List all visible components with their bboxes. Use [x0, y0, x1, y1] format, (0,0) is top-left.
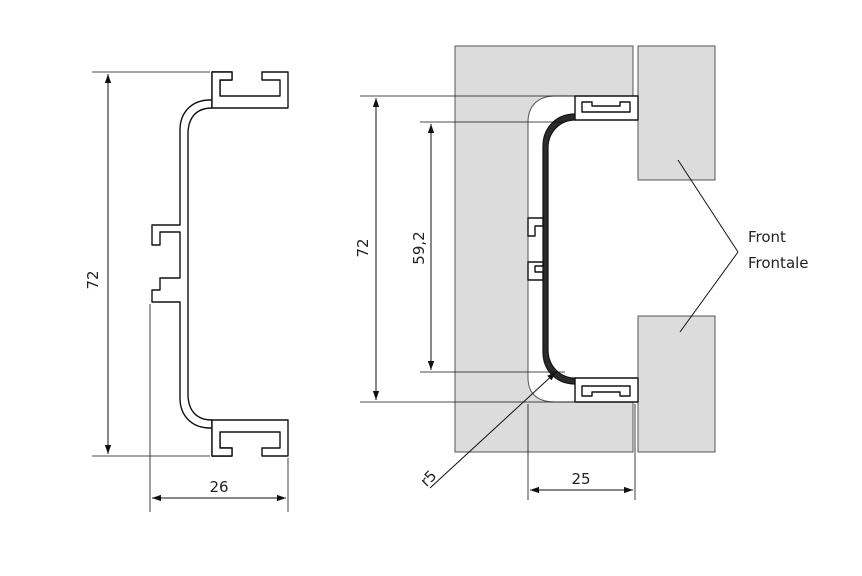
- right-inner-height-label: 59,2: [410, 231, 428, 264]
- front-label-en: Front: [748, 228, 786, 246]
- radius-label: r5: [417, 467, 441, 491]
- installed-top-channel: [574, 95, 639, 121]
- left-bottom-channel: [211, 419, 289, 457]
- left-profile-view: 72 26: [84, 71, 289, 512]
- left-top-channel: [211, 71, 289, 109]
- installed-profile-mid-clip: [527, 217, 544, 281]
- front-panel-bottom: [637, 315, 716, 453]
- left-width-label: 26: [209, 478, 228, 496]
- left-profile-outline: [151, 71, 233, 457]
- front-leader-bottom: [679, 251, 739, 333]
- right-depth-label: 25: [571, 470, 590, 488]
- front-label-fr: Frontale: [748, 254, 809, 272]
- radius-leader-line: [429, 371, 557, 489]
- left-height-label: 72: [84, 270, 102, 289]
- right-installed-view: 72 59,2 25 r5 Front Frontale: [354, 45, 809, 500]
- front-panel-top: [637, 45, 716, 181]
- installed-bottom-channel: [574, 377, 639, 403]
- installed-profile: [542, 113, 576, 385]
- right-height-label: 72: [354, 238, 372, 257]
- front-leader-top: [677, 159, 739, 253]
